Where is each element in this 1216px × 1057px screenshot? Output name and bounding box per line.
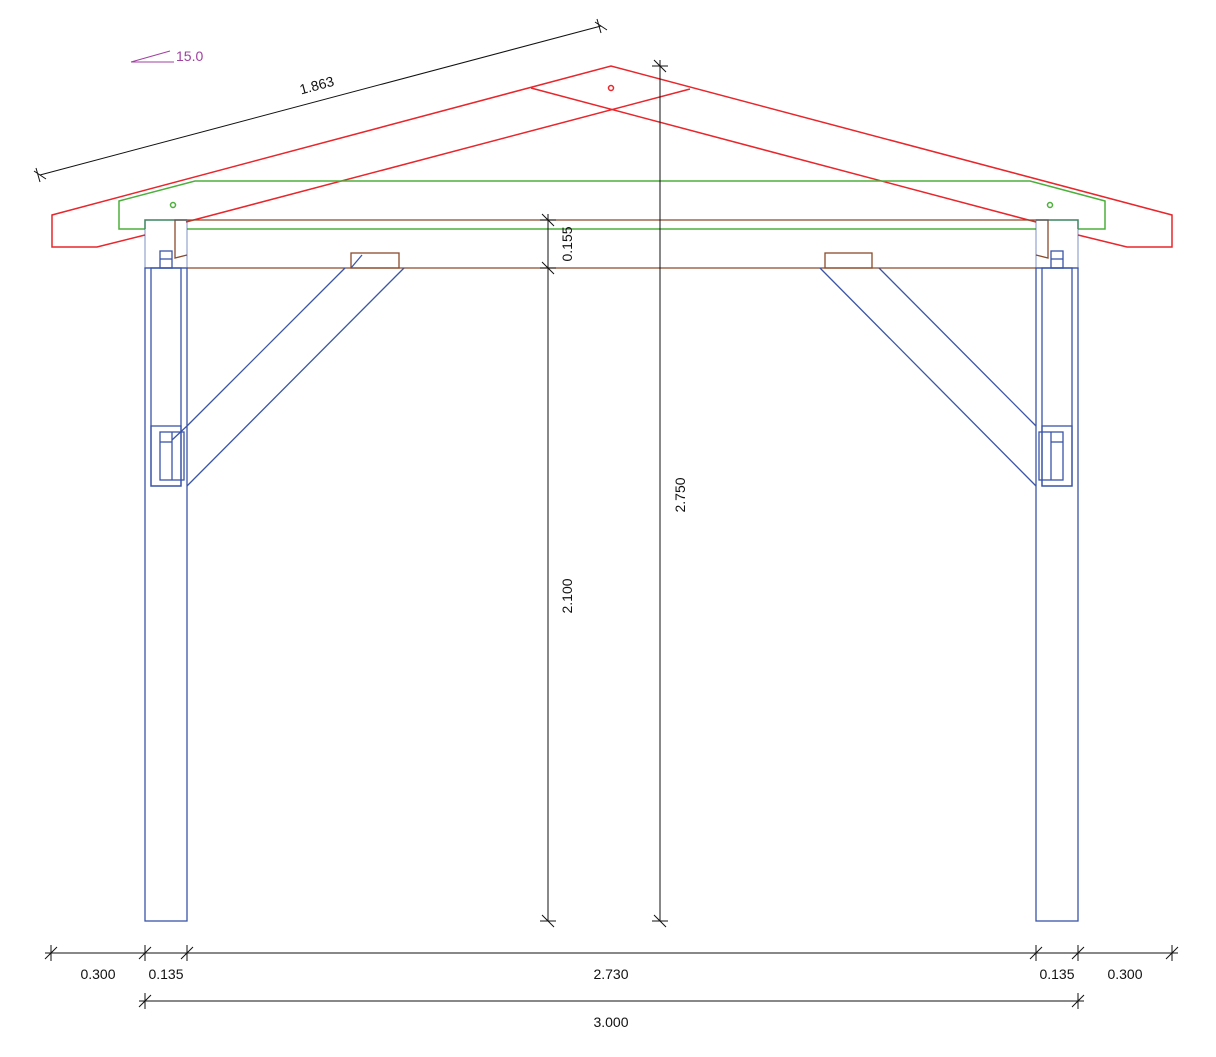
overall-width-label: 3.000 [593, 1014, 628, 1030]
rafter-length-label: 1.863 [298, 73, 336, 98]
clear-height-label: 2.100 [559, 578, 575, 613]
beam-block-left [350, 252, 400, 269]
posts [144, 219, 1079, 922]
rafter-right-underside [530, 87, 1037, 223]
purlin-pin-left-icon [169, 201, 177, 209]
brace-left-lower [186, 267, 405, 487]
post-left-label: 0.135 [148, 966, 183, 982]
post-right-label: 0.135 [1039, 966, 1074, 982]
ridge-pin-icon [607, 84, 615, 92]
post-right [819, 219, 1079, 922]
rafter-left [51, 65, 1173, 248]
rafters [51, 65, 1173, 248]
post-left [144, 219, 405, 922]
clear-span-label: 2.730 [593, 966, 628, 982]
brace-right-upper [878, 267, 1037, 427]
purlin [118, 180, 1106, 230]
tie-beam [174, 219, 1049, 269]
roof-angle-label: 15.0 [176, 48, 203, 64]
total-height-label: 2.750 [672, 477, 688, 512]
beam-block-right [824, 252, 873, 269]
brace-left-upper [186, 267, 346, 427]
overhang-left-label: 0.300 [80, 966, 115, 982]
rafter-left-underside [185, 88, 691, 223]
brace-right-lower [819, 267, 1037, 487]
dimension-lines [33, 18, 1179, 1009]
overhang-right-label: 0.300 [1107, 966, 1142, 982]
beam-depth-label: 0.155 [559, 226, 575, 261]
roof-angle-symbol [130, 50, 174, 63]
purlin-pin-right-icon [1046, 201, 1054, 209]
